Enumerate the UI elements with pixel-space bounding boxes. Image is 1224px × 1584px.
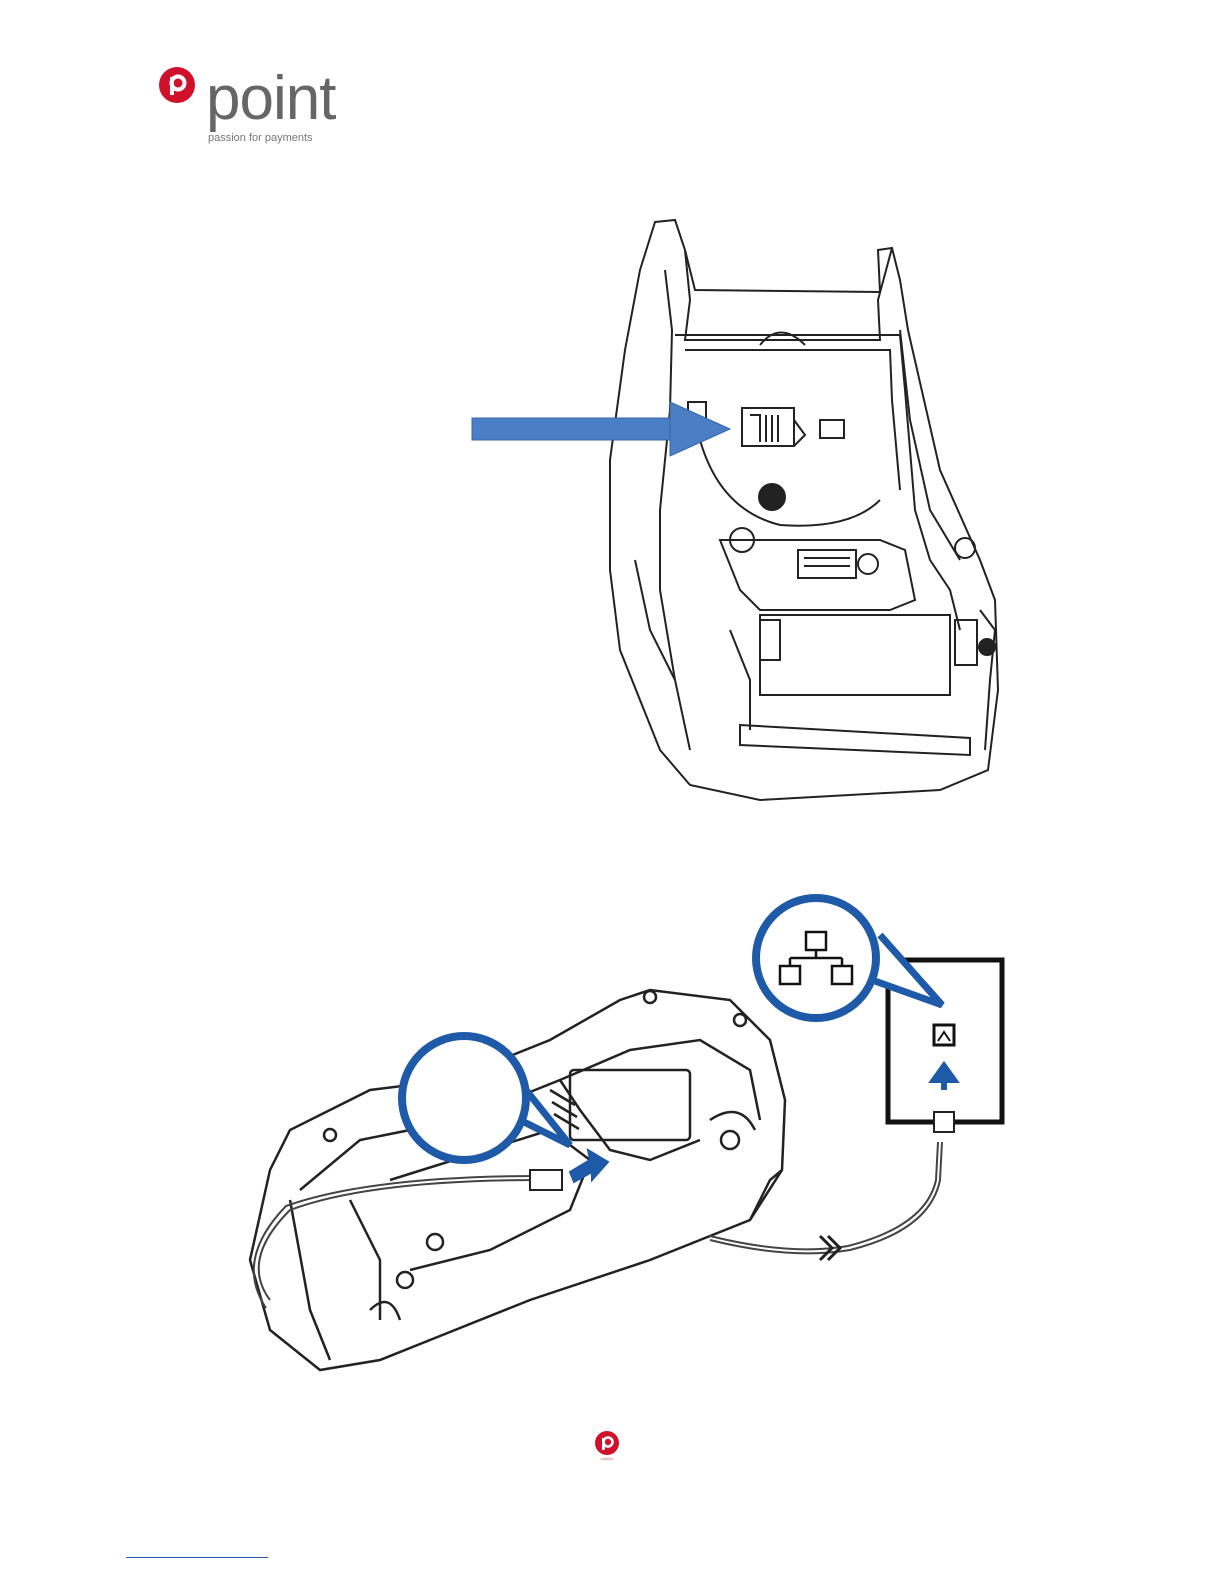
arrow-right-icon: [472, 402, 730, 456]
point-logo: point passion for payments: [158, 66, 358, 146]
footer-logo-icon: [594, 1430, 620, 1462]
logo-tagline: passion for payments: [208, 132, 313, 144]
point-logo-mark-icon: [158, 66, 198, 106]
footer-divider: [126, 1557, 268, 1558]
port-callout-icon: [402, 1036, 570, 1160]
terminal-bottom-illustration: [460, 210, 1020, 820]
ethernet-connection-illustration: [230, 880, 1030, 1400]
logo-word: point: [206, 68, 335, 130]
